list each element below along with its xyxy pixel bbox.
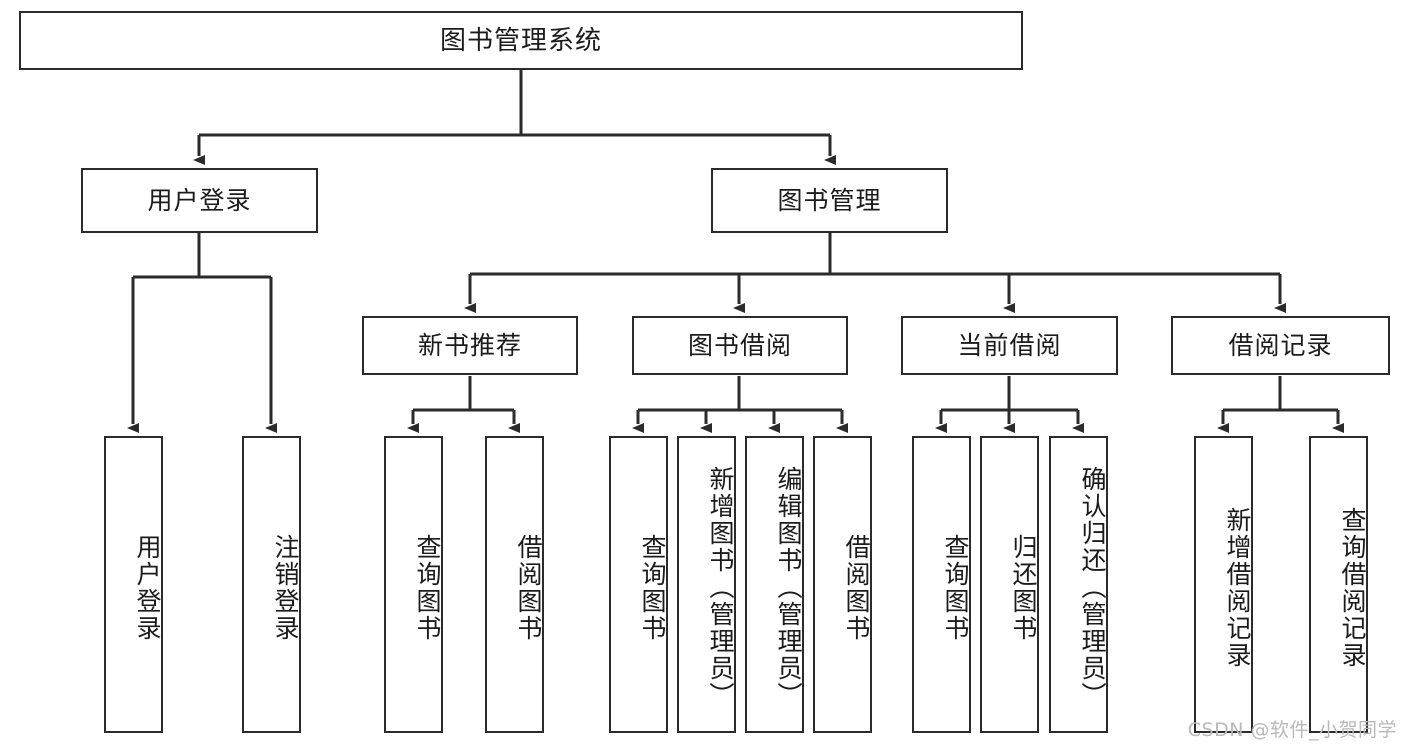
node-leaf-add-book-admin[interactable]: 新增图书（管理员）	[677, 436, 736, 733]
node-leaf-query-borrow-record[interactable]: 查询借阅记录	[1309, 436, 1368, 733]
node-leaf-user-login[interactable]: 用户登录	[104, 436, 163, 733]
node-leaf-query-book-borrow[interactable]: 查询图书	[609, 436, 668, 733]
node-book-borrow[interactable]: 图书借阅	[632, 316, 848, 375]
node-leaf-borrow-book-recommend[interactable]: 借阅图书	[485, 436, 544, 733]
node-leaf-confirm-return-admin[interactable]: 确认归还（管理员）	[1049, 436, 1108, 733]
node-leaf-borrow-book[interactable]: 借阅图书	[813, 436, 872, 733]
node-current-borrow[interactable]: 当前借阅	[901, 316, 1118, 375]
node-borrow-record[interactable]: 借阅记录	[1171, 316, 1390, 375]
watermark-text: CSDN @软件_小贺同学	[1187, 719, 1397, 741]
node-leaf-query-book-recommend[interactable]: 查询图书	[384, 436, 443, 733]
node-book-management[interactable]: 图书管理	[711, 168, 948, 233]
node-root-book-management-system[interactable]: 图书管理系统	[19, 11, 1023, 70]
node-leaf-edit-book-admin[interactable]: 编辑图书（管理员）	[745, 436, 804, 733]
node-new-book-recommend[interactable]: 新书推荐	[362, 316, 578, 375]
node-leaf-query-book-current[interactable]: 查询图书	[912, 436, 971, 733]
node-leaf-user-logout[interactable]: 注销登录	[242, 436, 301, 733]
node-leaf-add-borrow-record[interactable]: 新增借阅记录	[1194, 436, 1253, 733]
node-leaf-return-book[interactable]: 归还图书	[980, 436, 1039, 733]
node-user-login[interactable]: 用户登录	[81, 168, 318, 233]
